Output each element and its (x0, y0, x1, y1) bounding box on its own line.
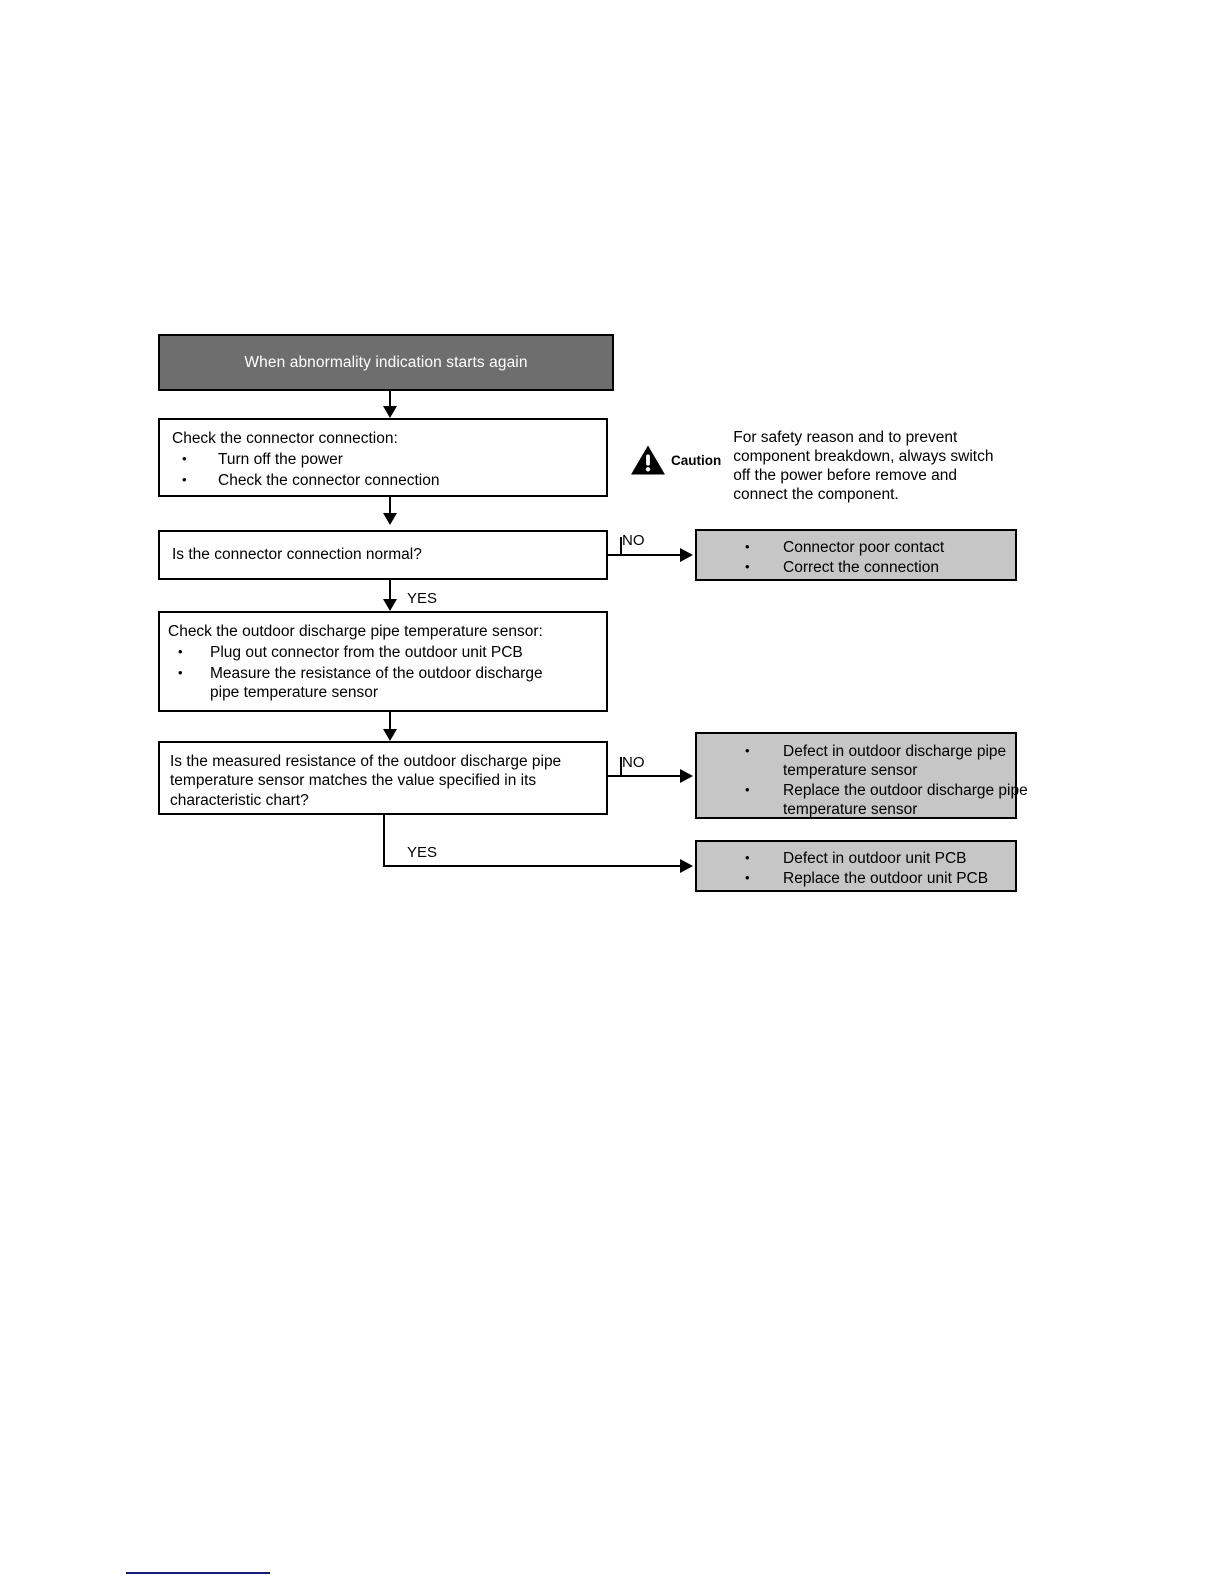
bullet-item: Replace the outdoor unit PCB (741, 869, 1003, 889)
connector-decision1-no-run (620, 554, 682, 556)
decision-question-text: Is the connector connection normal? (172, 546, 422, 563)
result-connector-fault: Connector poor contact Correct the conne… (695, 529, 1017, 581)
arrowhead-down-icon (383, 599, 397, 611)
caution-label: Caution (671, 452, 722, 468)
edge-label-yes-2: YES (407, 844, 438, 861)
edge-label-no-1: NO (622, 532, 645, 549)
result-sensor-fault: Defect in outdoor discharge pipe tempera… (695, 732, 1028, 820)
bullet-item: Connector poor contact (741, 538, 1003, 558)
decision-resistance-matches: Is the measured resistance of the outdoo… (158, 741, 608, 815)
edge-label-yes-1: YES (407, 590, 438, 607)
result-bullet-list: Connector poor contact Correct the conne… (741, 538, 1003, 578)
flowchart-start-node: When abnormality indication starts again (158, 334, 614, 391)
connector-decision2-yes-run (383, 865, 682, 867)
arrowhead-right-icon (680, 769, 693, 783)
process-check-discharge-sensor: Check the outdoor discharge pipe tempera… (158, 611, 608, 712)
bullet-item: Check the connector connection (172, 471, 594, 491)
edge-label-no-2: NO (622, 754, 645, 771)
bullet-item: Defect in outdoor unit PCB (741, 849, 1003, 869)
connector-start-to-check (389, 391, 391, 411)
connector-decision2-no-run (620, 775, 682, 777)
connector-decision2-no-stub (608, 775, 622, 777)
decision-connector-normal: Is the connector connection normal? (158, 530, 608, 580)
bullet-item: Plug out connector from the outdoor unit… (168, 643, 594, 663)
bullet-item: Replace the outdoor discharge pipe tempe… (741, 781, 1037, 820)
result-bullet-list: Defect in outdoor unit PCB Replace the o… (741, 849, 1003, 889)
arrowhead-down-icon (383, 513, 397, 525)
caution-text: For safety reason and to prevent compone… (733, 429, 994, 504)
process-bullet-list: Turn off the power Check the connector c… (172, 450, 594, 491)
connector-decision1-yes (389, 580, 391, 604)
arrowhead-right-icon (680, 548, 693, 562)
warning-triangle-icon (631, 445, 665, 475)
connector-decision1-no-riser (620, 537, 622, 556)
bullet-item: Measure the resistance of the outdoor di… (168, 664, 576, 703)
process-bullet-list: Plug out connector from the outdoor unit… (168, 643, 594, 703)
connector-step2-to-decision2 (389, 712, 391, 735)
arrowhead-down-icon (383, 729, 397, 741)
bullet-item: Turn off the power (172, 450, 594, 470)
connector-decision1-no-stub (608, 554, 622, 556)
process-lead-text: Check the connector connection: (172, 430, 398, 447)
connector-decision2-no-riser (620, 757, 622, 777)
process-lead-text: Check the outdoor discharge pipe tempera… (168, 623, 543, 640)
decision-question-text: Is the measured resistance of the outdoo… (170, 753, 562, 809)
footer-separator-rule (126, 1572, 270, 1574)
process-check-connector-connection: Check the connector connection: Turn off… (158, 418, 608, 497)
bullet-item: Defect in outdoor discharge pipe tempera… (741, 742, 1037, 781)
caution-note: Caution For safety reason and to prevent… (630, 428, 1010, 504)
connector-check-to-decision1 (389, 497, 391, 518)
arrowhead-right-icon (680, 859, 693, 873)
caution-badge: Caution (630, 428, 721, 476)
connector-decision2-yes-drop (383, 815, 385, 867)
result-pcb-fault: Defect in outdoor unit PCB Replace the o… (695, 840, 1017, 892)
flowchart-title: When abnormality indication starts again (244, 353, 528, 371)
result-bullet-list: Defect in outdoor discharge pipe tempera… (741, 742, 1028, 820)
bullet-item: Correct the connection (741, 558, 1003, 578)
arrowhead-down-icon (383, 406, 397, 418)
